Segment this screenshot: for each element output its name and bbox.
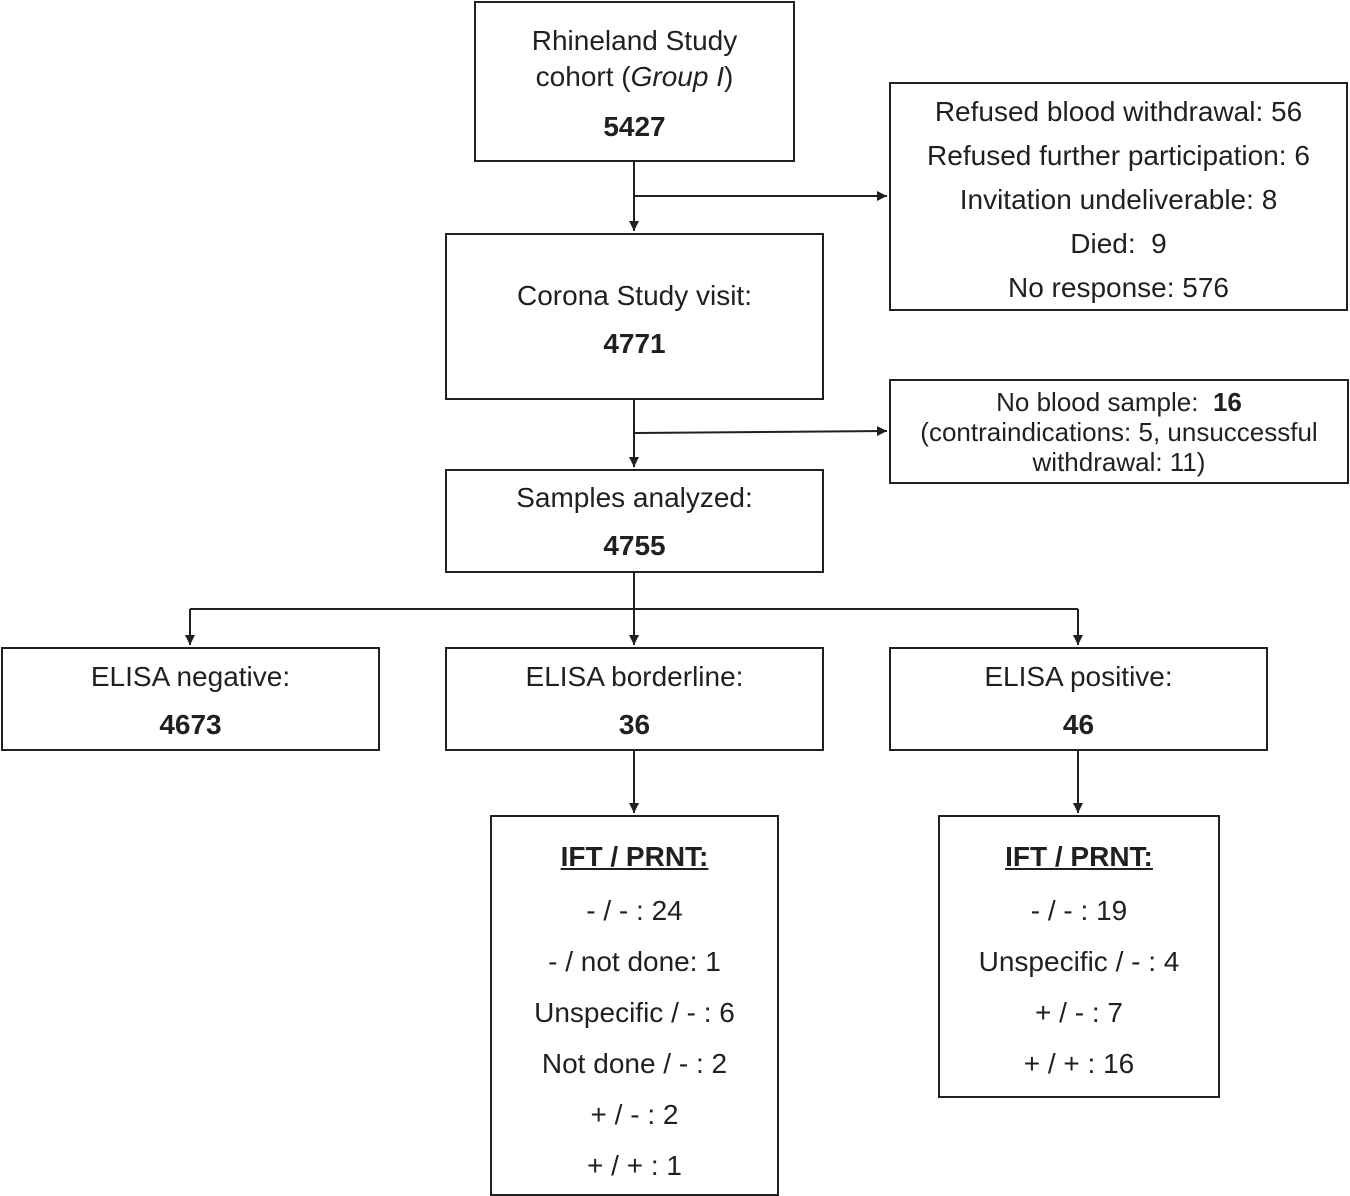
exclusions-2-box: No blood sample: 16 (contraindications: … xyxy=(889,379,1349,484)
cohort-box: Rhineland Study cohort (Group I) 5427 xyxy=(474,1,795,162)
ift-borderline-box: IFT / PRNT: - / - : 24 - / not done: 1 U… xyxy=(490,815,779,1196)
samples-box: Samples analyzed: 4755 xyxy=(445,469,824,573)
visit-label: Corona Study visit: xyxy=(517,280,752,311)
cohort-count: 5427 xyxy=(603,111,666,142)
ift-borderline-row: Not done / - : 2 xyxy=(541,1048,728,1079)
ift-borderline-row: + / + : 1 xyxy=(587,1150,682,1181)
cohort-label-line-2: cohort (Group I) xyxy=(535,61,734,92)
ift-borderline-row: + / - : 2 xyxy=(590,1099,679,1130)
ift-borderline-row: - / - : 24 xyxy=(586,895,683,926)
cohort-label-line-1: Rhineland Study xyxy=(531,25,738,56)
ift-positive-row: Unspecific / - : 4 xyxy=(978,946,1180,977)
elisa-negative-count: 4673 xyxy=(159,709,222,740)
arrow-to-exclusions-2 xyxy=(633,426,888,437)
elisa-borderline-label: ELISA borderline: xyxy=(525,661,744,692)
ift-positive-heading: IFT / PRNT: xyxy=(1005,841,1153,872)
cohort-group-label: Group I xyxy=(630,61,724,92)
no-blood-sample-line: No blood sample: 16 xyxy=(996,387,1242,417)
elisa-borderline-box: ELISA borderline: 36 xyxy=(445,647,824,751)
elisa-negative-box: ELISA negative: 4673 xyxy=(1,647,380,751)
samples-count: 4755 xyxy=(603,530,666,561)
elisa-borderline-count: 36 xyxy=(618,709,651,740)
elisa-negative-label: ELISA negative: xyxy=(90,661,291,692)
ift-positive-box: IFT / PRNT: - / - : 19 Unspecific / - : … xyxy=(938,815,1220,1098)
exclusion-invitation-undeliverable: Invitation undeliverable: 8 xyxy=(959,184,1278,215)
elisa-positive-count: 46 xyxy=(1062,709,1095,740)
no-blood-sample-count: 16 xyxy=(1212,387,1242,417)
ift-positive-row: + / + : 16 xyxy=(1023,1048,1135,1079)
exclusion-refused-participation: Refused further participation: 6 xyxy=(927,140,1310,171)
ift-positive-row: - / - : 19 xyxy=(1030,895,1128,926)
visit-box: Corona Study visit: 4771 xyxy=(445,233,824,400)
exclusion-refused-blood: Refused blood withdrawal: 56 xyxy=(934,96,1303,127)
exclusion-no-response: No response: 576 xyxy=(1007,272,1230,303)
ift-borderline-row: Unspecific / - : 6 xyxy=(534,997,735,1028)
elisa-positive-label: ELISA positive: xyxy=(984,661,1173,692)
elisa-positive-box: ELISA positive: 46 xyxy=(889,647,1268,751)
ift-positive-row: + / - : 7 xyxy=(1035,997,1123,1028)
ift-borderline-heading: IFT / PRNT: xyxy=(560,841,709,872)
visit-count: 4771 xyxy=(603,328,666,359)
samples-label: Samples analyzed: xyxy=(516,482,753,513)
exclusion-died: Died: 9 xyxy=(1070,228,1167,259)
ift-borderline-row: - / not done: 1 xyxy=(548,946,721,977)
no-blood-sample-detail-2: withdrawal: 11) xyxy=(1032,447,1206,477)
exclusions-1-box: Refused blood withdrawal: 56 Refused fur… xyxy=(889,82,1348,311)
no-blood-sample-detail-1: (contraindications: 5, unsuccessful xyxy=(920,417,1318,447)
